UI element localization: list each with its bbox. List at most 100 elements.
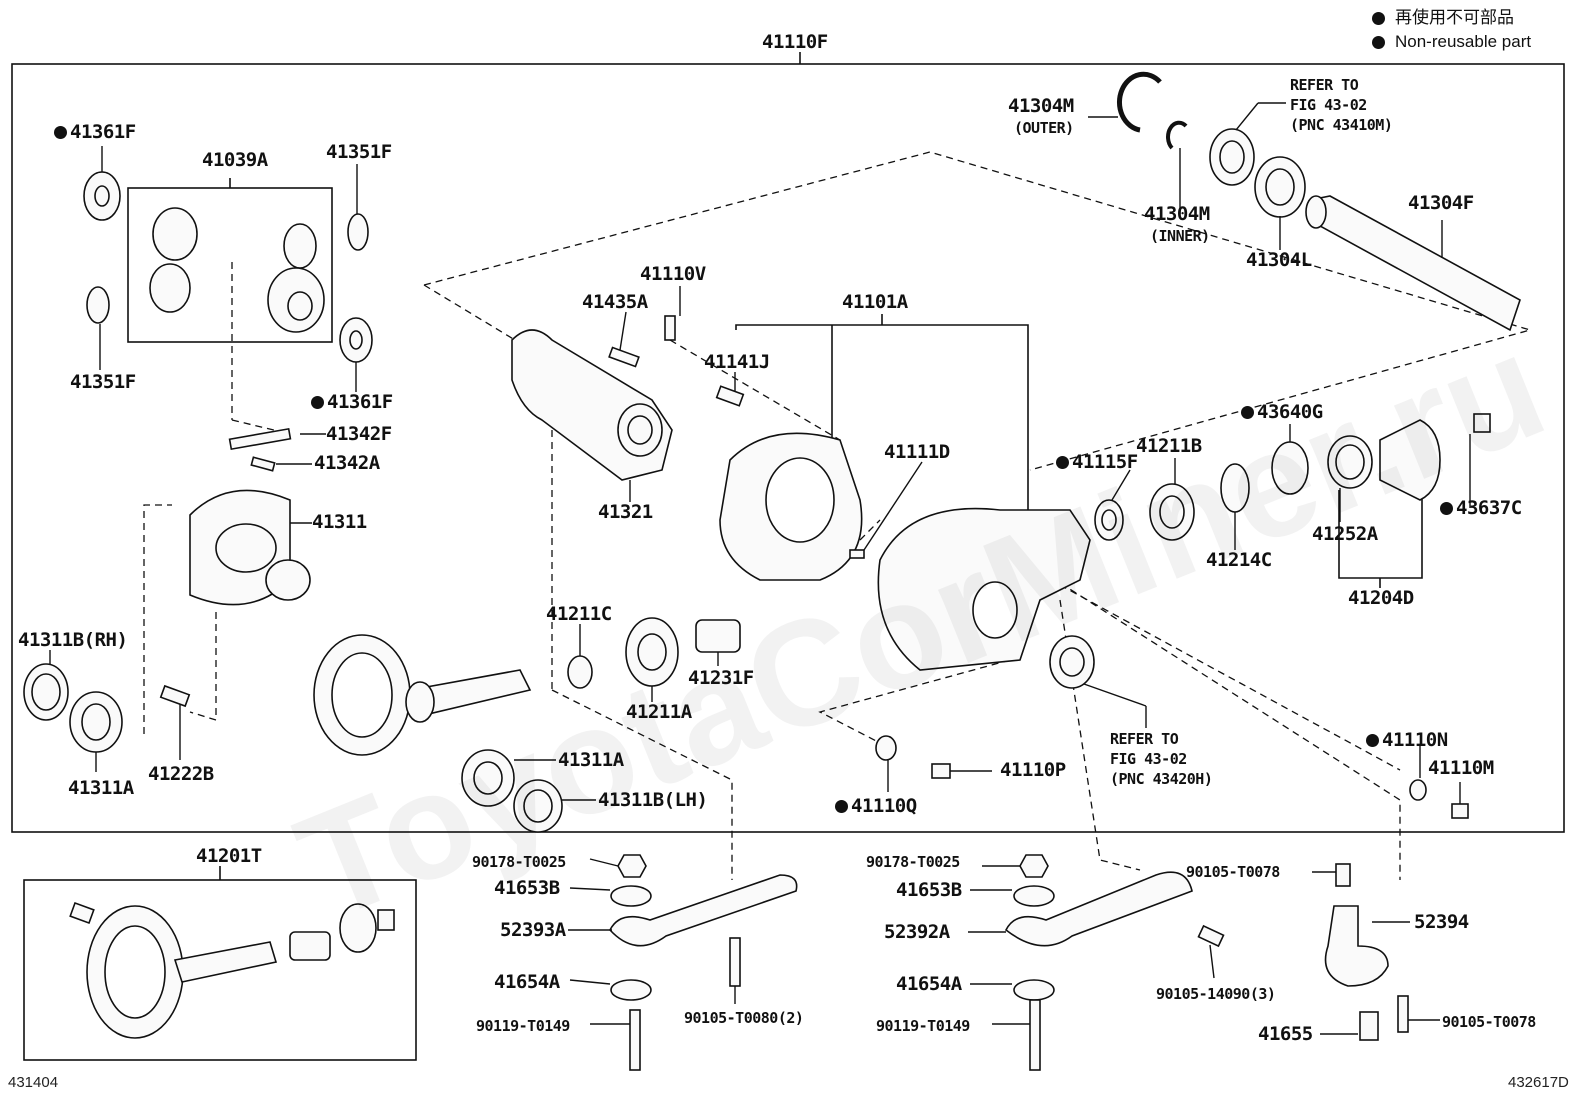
label-41110P[interactable]: 41110P (1000, 759, 1066, 781)
label-90105-T0078-top[interactable]: 90105-T0078 (1186, 863, 1280, 881)
label-43640G[interactable]: 43640G (1241, 402, 1323, 422)
label-41361F-mid[interactable]: 41361F (311, 392, 393, 412)
label-41311B-RH[interactable]: 41311B(RH) (18, 629, 128, 651)
footer-right-code: 432617D (1508, 1074, 1569, 1091)
label-41311B-LH[interactable]: 41311B(LH) (598, 789, 708, 811)
label-90178-T0025-left[interactable]: 90178-T0025 (472, 853, 566, 871)
label-41304M-inner[interactable]: 41304M (1144, 203, 1210, 225)
bolt-90119-left (629, 1009, 641, 1071)
spacer-41231F (695, 619, 741, 653)
label-90105-T0080[interactable]: 90105-T0080(2) (684, 1009, 804, 1027)
non-reusable-bullet-icon (1372, 11, 1385, 25)
label-41321[interactable]: 41321 (598, 501, 653, 523)
bolt-41435A (608, 346, 640, 368)
label-41231F[interactable]: 41231F (688, 667, 754, 689)
pin-41342A (250, 456, 276, 472)
label-41654A-right[interactable]: 41654A (896, 973, 962, 995)
pinion-gear-2 (149, 263, 191, 313)
label-41201T[interactable]: 41201T (196, 845, 262, 867)
label-41342A[interactable]: 41342A (314, 452, 380, 474)
label-41304L[interactable]: 41304L (1246, 249, 1312, 271)
bolt-90105-T0080 (729, 937, 741, 987)
label-41304M-outer[interactable]: 41304M (1008, 95, 1074, 117)
arm-52392A (1004, 871, 1193, 947)
bolt-90119-right (1029, 999, 1041, 1071)
label-41110F[interactable]: 41110F (762, 31, 828, 53)
label-41110Q[interactable]: 41110Q (835, 796, 917, 816)
arm-52393A (609, 874, 798, 947)
washer-41214C (1220, 463, 1250, 513)
legend-row-cn: 再使用不可部品 (1372, 6, 1531, 30)
label-41214C[interactable]: 41214C (1206, 549, 1272, 571)
bolt-41141J (715, 385, 745, 407)
label-41654A-left[interactable]: 41654A (494, 971, 560, 993)
label-90105-T0078-bot[interactable]: 90105-T0078 (1442, 1013, 1536, 1031)
label-52394[interactable]: 52394 (1414, 911, 1469, 933)
bolt-41222B (159, 684, 191, 708)
refer-note-2-line2[interactable]: FIG 43-02 (1110, 750, 1187, 768)
side-gear-1 (283, 223, 317, 269)
label-52392A[interactable]: 52392A (884, 921, 950, 943)
label-41342F[interactable]: 41342F (326, 423, 392, 445)
label-41211C[interactable]: 41211C (546, 603, 612, 625)
leader-lines (49, 102, 1471, 1035)
kit-pinion (173, 941, 278, 983)
label-41311A-left[interactable]: 41311A (68, 777, 134, 799)
label-43637C[interactable]: 43637C (1440, 498, 1522, 518)
assembly-41110F-frame (11, 63, 1565, 833)
label-41351F-left[interactable]: 41351F (70, 371, 136, 393)
cushion-41654A-right (1013, 979, 1055, 1001)
label-41211A[interactable]: 41211A (626, 701, 692, 723)
label-outer: (OUTER) (1014, 119, 1074, 137)
label-41655[interactable]: 41655 (1258, 1023, 1313, 1045)
label-90119-T0149-left[interactable]: 90119-T0149 (476, 1017, 570, 1035)
label-41435A[interactable]: 41435A (582, 291, 648, 313)
label-41222B[interactable]: 41222B (148, 763, 214, 785)
label-41101A[interactable]: 41101A (842, 291, 908, 313)
flange-41204D (1379, 419, 1441, 501)
label-52393A[interactable]: 52393A (500, 919, 566, 941)
refer-note-1-line2[interactable]: FIG 43-02 (1290, 96, 1367, 114)
kit-spacer (289, 931, 331, 961)
label-90119-T0149-right[interactable]: 90119-T0149 (876, 1017, 970, 1035)
label-41110V[interactable]: 41110V (640, 263, 706, 285)
label-41361F-top[interactable]: 41361F (54, 122, 136, 142)
cushion-41653B-left (610, 885, 652, 907)
label-41311A-mid[interactable]: 41311A (558, 749, 624, 771)
label-41110M[interactable]: 41110M (1428, 757, 1494, 779)
washer-41351F-left (86, 286, 110, 324)
label-90178-T0025-right[interactable]: 90178-T0025 (866, 853, 960, 871)
bolt-90105-14090 (1197, 924, 1225, 948)
plug-41110M (1451, 803, 1469, 819)
refer-note-2-line3: (PNC 43420H) (1110, 770, 1213, 788)
label-41039A[interactable]: 41039A (202, 149, 268, 171)
label-41110N[interactable]: 41110N (1366, 730, 1448, 750)
label-41115F[interactable]: 41115F (1056, 452, 1138, 472)
non-reusable-bullet-icon (1372, 35, 1385, 49)
legend-en-text: Non-reusable part (1395, 32, 1532, 51)
bushing-41655 (1359, 1011, 1379, 1041)
label-41653B-left[interactable]: 41653B (494, 877, 560, 899)
label-41653B-right[interactable]: 41653B (896, 879, 962, 901)
label-41211B[interactable]: 41211B (1136, 435, 1202, 457)
label-41141J[interactable]: 41141J (704, 351, 770, 373)
kit-bearing (339, 903, 377, 953)
bolt-90105-T0078-bot (1397, 995, 1409, 1033)
legend-cn-text: 再使用不可部品 (1395, 8, 1514, 27)
snap-ring-inner (1166, 120, 1188, 150)
gasket-41110N (1409, 779, 1427, 801)
footer-left-code: 431404 (8, 1074, 59, 1091)
pinion-gear-1 (152, 207, 198, 261)
label-41311[interactable]: 41311 (312, 511, 367, 533)
label-41111D[interactable]: 41111D (884, 441, 950, 463)
washer-41211C (567, 655, 593, 689)
label-41252A[interactable]: 41252A (1312, 523, 1378, 545)
snap-ring-outer (1116, 71, 1162, 133)
label-41204D[interactable]: 41204D (1348, 587, 1414, 609)
label-41351F-top[interactable]: 41351F (326, 141, 392, 163)
label-90105-14090[interactable]: 90105-14090(3) (1156, 985, 1276, 1003)
kit-bolt (69, 901, 95, 925)
label-41304F[interactable]: 41304F (1408, 192, 1474, 214)
breather-41110V (664, 315, 676, 341)
